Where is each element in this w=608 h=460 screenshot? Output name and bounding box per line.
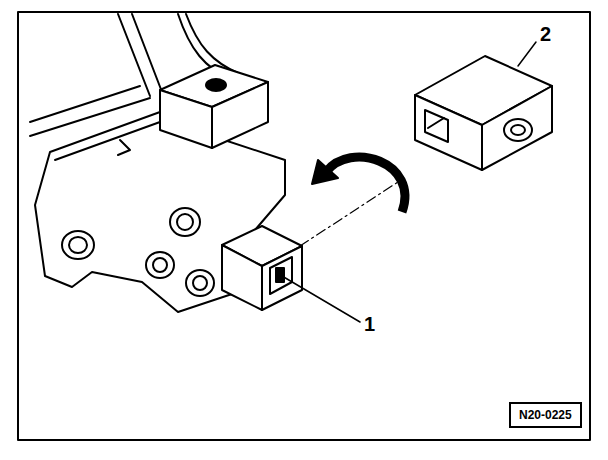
figure-code-box: N20-0225 — [509, 402, 582, 428]
callout-number: 1 — [364, 314, 375, 334]
figure-code: N20-0225 — [519, 409, 572, 421]
callout-number: 2 — [540, 24, 551, 44]
frame — [18, 12, 590, 440]
